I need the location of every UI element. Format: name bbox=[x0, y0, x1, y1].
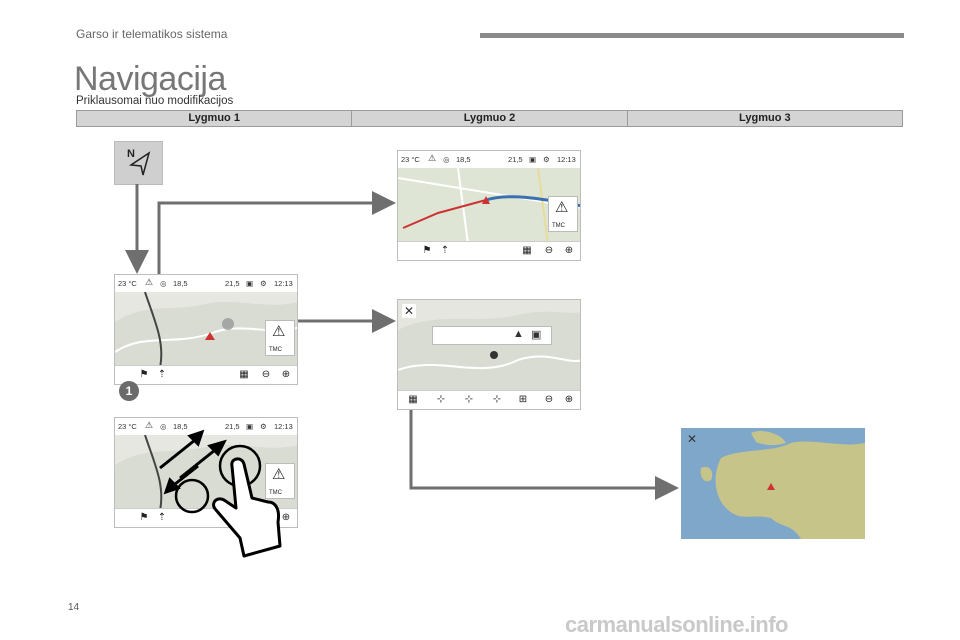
map-view[interactable]: ⚠ TMC bbox=[115, 435, 297, 509]
zoom-out-icon[interactable]: ⊖ bbox=[544, 245, 554, 256]
phone-icon: ▣ bbox=[246, 279, 254, 288]
zoom-out-icon[interactable]: ⊖ bbox=[261, 369, 271, 380]
traffic-warning-panel[interactable]: ⚠ TMC bbox=[265, 320, 295, 356]
level-3-label: Lygmuo 3 bbox=[626, 111, 902, 126]
section-header: Garso ir telematikos sistema bbox=[76, 27, 228, 41]
levels-header: Lygmuo 1 Lygmuo 2 Lygmuo 3 bbox=[76, 110, 903, 127]
clock-time: 12:13 bbox=[274, 422, 293, 431]
europe-map-graphic bbox=[681, 428, 865, 539]
flag-icon[interactable]: ⚑ bbox=[422, 245, 432, 256]
warning-icon: ⚠ bbox=[272, 466, 286, 483]
page-title: Navigacija bbox=[74, 60, 226, 98]
north-arrow-icon[interactable]: ⇡ bbox=[157, 369, 167, 380]
pan-grid-icon[interactable]: ⊞ bbox=[518, 394, 528, 405]
map-view[interactable]: ⚠ TMC bbox=[115, 292, 297, 366]
hand-gesture-icon bbox=[159, 429, 282, 558]
gear-icon: ⚙ bbox=[543, 155, 550, 164]
bottom-toolbar: ▦ ⊹ ⊹ ⊹ ⊞ ⊖ ⊕ bbox=[398, 390, 580, 409]
page-subtitle: Priklausomai nuo modifikacijos bbox=[76, 95, 234, 107]
traffic-warning-panel[interactable]: ⚠ TMC bbox=[548, 196, 578, 232]
tmc-label: TMC bbox=[552, 223, 565, 229]
map-view[interactable]: ✕ ▲ ▣ bbox=[398, 300, 580, 391]
tmc-label: TMC bbox=[269, 490, 282, 496]
warning-icon: ⚠ bbox=[555, 199, 569, 216]
nav-screen-level2-route: 23 °C ⚠ ◎ 18,5 21,5 ▣ ⚙ 12:13 ⚠ TMC ⚑ ⇡ … bbox=[397, 150, 581, 261]
close-icon[interactable]: ✕ bbox=[402, 304, 416, 318]
zoom-in-icon[interactable]: ⊕ bbox=[564, 394, 574, 405]
pan-left-icon[interactable]: ⊹ bbox=[436, 394, 446, 405]
map-view-icon[interactable]: ▦ bbox=[522, 245, 532, 256]
status-value-1: 18,5 bbox=[173, 422, 188, 431]
clock-time: 12:13 bbox=[274, 279, 293, 288]
watermark: carmanualsonline.info bbox=[565, 612, 789, 637]
gps-icon: ◎ bbox=[160, 422, 167, 431]
gps-icon: ◎ bbox=[160, 279, 167, 288]
north-arrow-icon bbox=[129, 151, 151, 176]
warning-icon[interactable]: ▲ bbox=[513, 328, 524, 340]
temperature: 23 °C bbox=[118, 279, 137, 288]
temperature: 23 °C bbox=[118, 422, 137, 431]
address-bar[interactable]: ▲ ▣ bbox=[432, 326, 552, 345]
compass-letter: N bbox=[127, 148, 135, 160]
warning-icon: ⚠ bbox=[428, 153, 437, 163]
bottom-toolbar: ⚑ ⇡ ▦ ⊖ ⊕ bbox=[398, 241, 580, 260]
map-view[interactable]: ⚠ TMC bbox=[398, 168, 580, 242]
flag-icon[interactable]: ⚑ bbox=[139, 369, 149, 380]
nav-screen-level1-gesture: 23 °C ⚠ ◎ 18,5 21,5 ▣ ⚙ 12:13 ⚠ TMC ⚑ ⇡ … bbox=[114, 417, 298, 528]
phone-icon: ▣ bbox=[246, 422, 254, 431]
status-value-2: 21,5 bbox=[508, 155, 523, 164]
level-1-label: Lygmuo 1 bbox=[188, 112, 240, 124]
zoom-in-icon[interactable]: ⊕ bbox=[281, 512, 291, 523]
level-2-label: Lygmuo 2 bbox=[351, 111, 626, 126]
status-bar: 23 °C ⚠ ◎ 18,5 21,5 ▣ ⚙ 12:13 bbox=[398, 151, 580, 169]
warning-icon: ⚠ bbox=[145, 277, 154, 287]
north-arrow-icon[interactable]: ⇡ bbox=[157, 512, 167, 523]
warning-icon: ⚠ bbox=[272, 323, 286, 340]
status-bar: 23 °C ⚠ ◎ 18,5 21,5 ▣ ⚙ 12:13 bbox=[115, 275, 297, 293]
gear-icon: ⚙ bbox=[260, 279, 267, 288]
gear-icon: ⚙ bbox=[260, 422, 267, 431]
pan-center-icon[interactable]: ⊹ bbox=[492, 394, 502, 405]
zoom-out-icon[interactable]: ⊖ bbox=[544, 394, 554, 405]
zoom-in-icon[interactable]: ⊕ bbox=[281, 369, 291, 380]
map-graphic bbox=[398, 300, 580, 391]
warning-icon: ⚠ bbox=[145, 420, 154, 430]
status-value-2: 21,5 bbox=[225, 422, 240, 431]
zoom-in-icon[interactable]: ⊕ bbox=[564, 245, 574, 256]
flag-icon[interactable]: ⚑ bbox=[139, 512, 149, 523]
header-rule bbox=[480, 33, 904, 38]
status-value-2: 21,5 bbox=[225, 279, 240, 288]
nav-screen-level1-top: 23 °C ⚠ ◎ 18,5 21,5 ▣ ⚙ 12:13 ⚠ TMC ⚑ ⇡ … bbox=[114, 274, 298, 385]
phone-icon: ▣ bbox=[529, 155, 537, 164]
status-value-1: 18,5 bbox=[456, 155, 471, 164]
tmc-label: TMC bbox=[269, 347, 282, 353]
temperature: 23 °C bbox=[401, 155, 420, 164]
gps-icon: ◎ bbox=[443, 155, 450, 164]
nav-screen-level2-scroll: ✕ ▲ ▣ ▦ ⊹ ⊹ ⊹ ⊞ ⊖ ⊕ bbox=[397, 299, 581, 410]
compass-button[interactable]: N bbox=[114, 141, 163, 185]
close-icon[interactable]: ✕ bbox=[686, 432, 698, 446]
page-number: 14 bbox=[68, 602, 80, 613]
map-view-icon[interactable]: ▦ bbox=[408, 394, 418, 405]
save-icon[interactable]: ▣ bbox=[531, 329, 542, 341]
map-view-icon[interactable]: ▦ bbox=[239, 369, 249, 380]
callout-badge: 1 bbox=[119, 381, 139, 401]
traffic-warning-panel[interactable]: ⚠ TMC bbox=[265, 463, 295, 499]
bottom-toolbar: ⚑ ⇡ ▦ ⊖ ⊕ bbox=[115, 365, 297, 384]
clock-time: 12:13 bbox=[557, 155, 576, 164]
north-arrow-icon[interactable]: ⇡ bbox=[440, 245, 450, 256]
nav-screen-level3-europe: ✕ bbox=[681, 428, 865, 539]
status-value-1: 18,5 bbox=[173, 279, 188, 288]
pan-right-icon[interactable]: ⊹ bbox=[464, 394, 474, 405]
